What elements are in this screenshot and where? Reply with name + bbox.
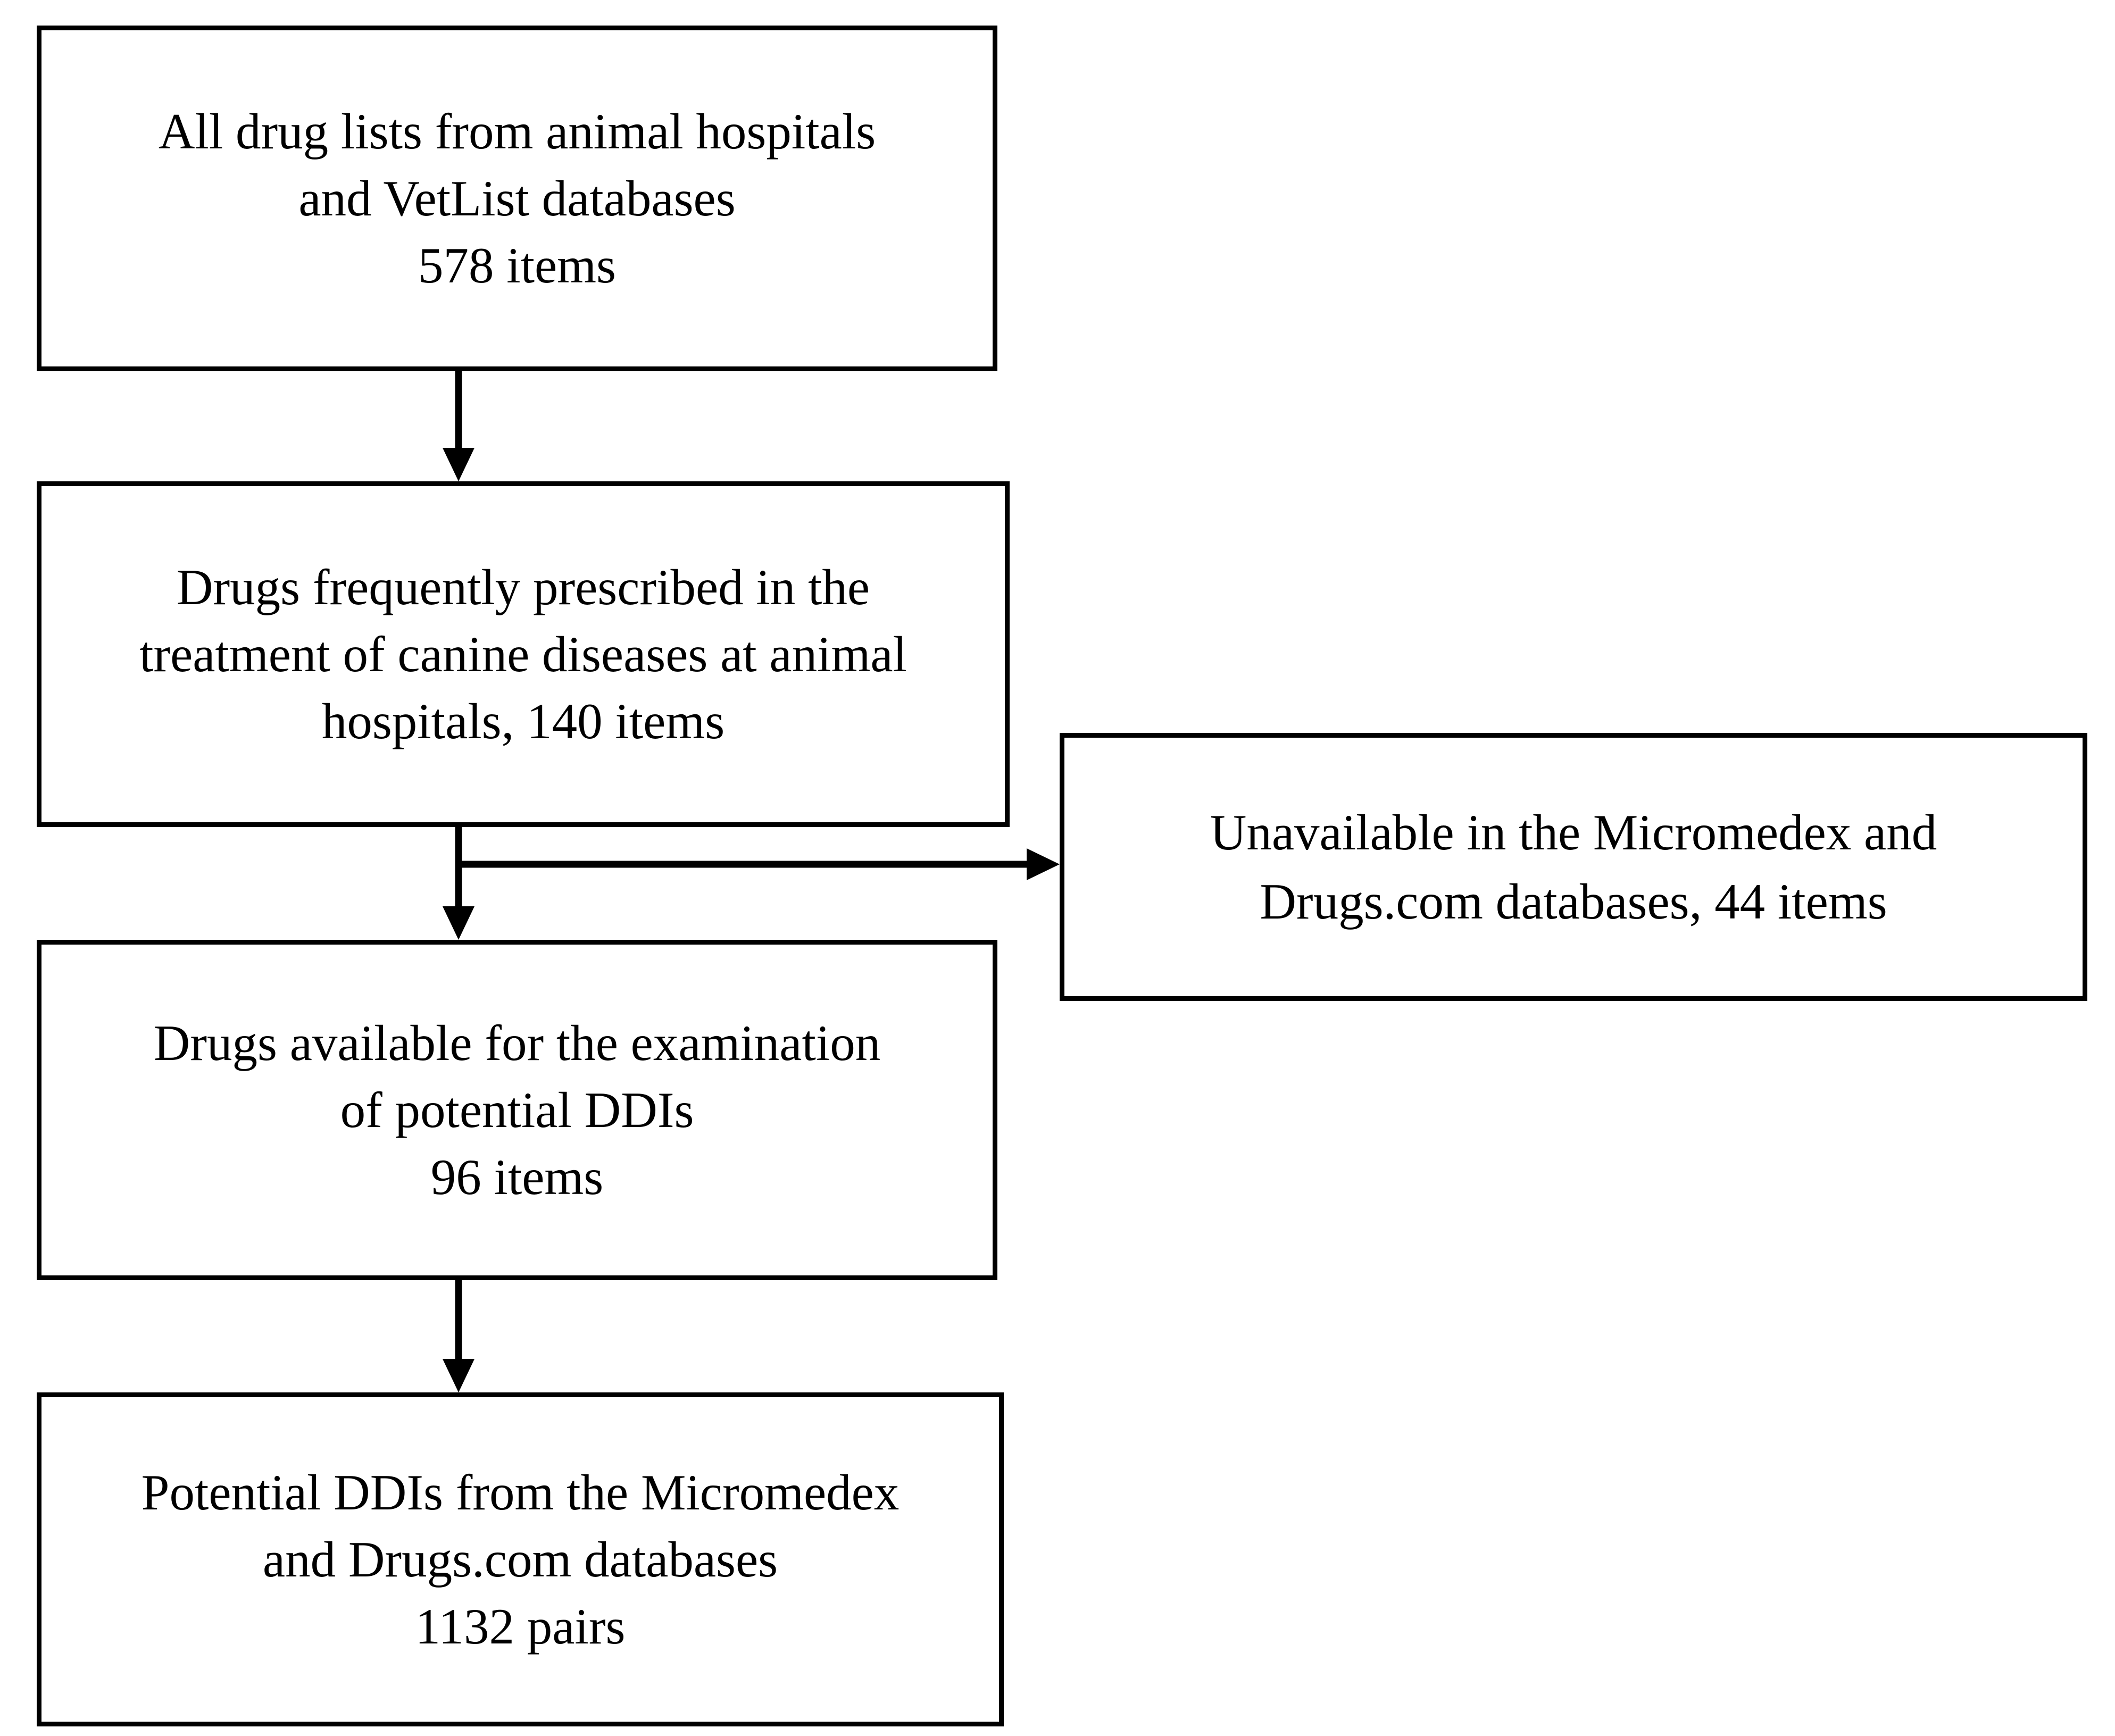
box-potential-ddis-line-2: and Drugs.com databases bbox=[262, 1531, 778, 1588]
arrow-1-head bbox=[443, 448, 474, 481]
arrow-4-head bbox=[443, 1359, 474, 1392]
arrow-3-head bbox=[1027, 848, 1060, 880]
box-frequently-prescribed-line-3: hospitals, 140 items bbox=[321, 693, 725, 749]
box-frequently-prescribed: Drugs frequently prescribed in the treat… bbox=[37, 481, 1010, 827]
box-potential-ddis: Potential DDIs from the Micromedex and D… bbox=[37, 1392, 1004, 1726]
box-potential-ddis-line-1: Potential DDIs from the Micromedex bbox=[141, 1464, 900, 1521]
arrow-2-head bbox=[443, 906, 474, 940]
box-unavailable: Unavailable in the Micromedex and Drugs.… bbox=[1060, 733, 2087, 1001]
box-all-drug-lists: All drug lists from animal hospitals and… bbox=[37, 26, 997, 371]
box-all-drug-lists-line-3: 578 items bbox=[418, 237, 617, 294]
box-available-for-examination-line-3: 96 items bbox=[430, 1149, 604, 1205]
box-available-for-examination: Drugs available for the examination of p… bbox=[37, 940, 997, 1280]
box-unavailable-line-2: Drugs.com databases, 44 items bbox=[1260, 873, 1887, 930]
box-available-for-examination-line-2: of potential DDIs bbox=[340, 1082, 694, 1138]
box-all-drug-lists-line-2: and VetList databases bbox=[298, 170, 736, 227]
box-frequently-prescribed-line-1: Drugs frequently prescribed in the bbox=[176, 559, 870, 615]
box-all-drug-lists-line-1: All drug lists from animal hospitals bbox=[158, 103, 876, 160]
box-unavailable-line-1: Unavailable in the Micromedex and bbox=[1210, 804, 1937, 861]
box-available-for-examination-line-1: Drugs available for the examination bbox=[153, 1015, 881, 1071]
box-potential-ddis-line-3: 1132 pairs bbox=[415, 1598, 626, 1655]
box-frequently-prescribed-line-2: treatment of canine diseases at animal bbox=[139, 626, 907, 682]
